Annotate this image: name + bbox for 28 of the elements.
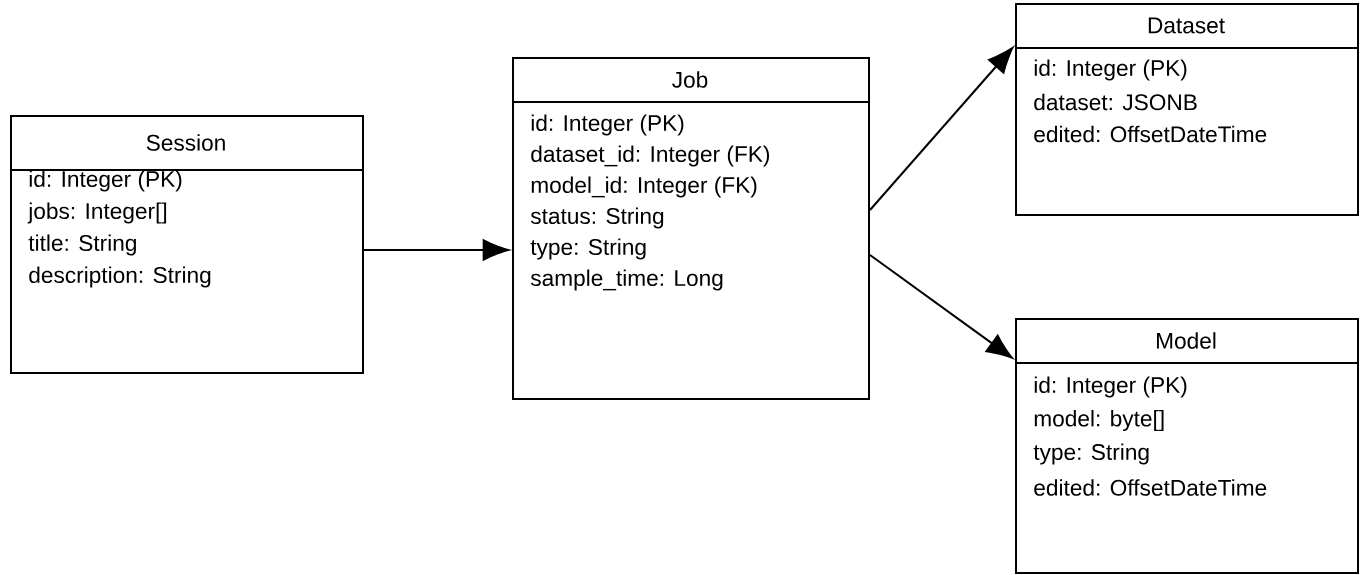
attribute-text: title: String: [28, 234, 136, 256]
attribute-text: type: String: [530, 238, 646, 260]
class-box: [1014, 318, 1359, 574]
arrow: [363, 239, 509, 261]
class-box: [1014, 3, 1359, 216]
attribute-text: dataset_id: Integer (FK): [531, 145, 770, 167]
attribute-text: id: Integer (PK): [1034, 59, 1187, 81]
attribute-text: edited: OffsetDateTime: [1034, 125, 1267, 143]
class-box: [511, 57, 870, 400]
class-box: [9, 115, 364, 374]
attribute-text: jobs: Integer[]: [27, 202, 167, 224]
attribute-text: id: Integer (PK): [1034, 376, 1187, 398]
attribute-text: type: String: [1033, 443, 1149, 465]
attribute-text: model_id: Integer (FK): [531, 176, 757, 198]
attribute-text: id: Integer (PK): [29, 170, 182, 192]
class-name: Model: [1157, 332, 1216, 349]
attribute-text: model: byte[]: [1034, 409, 1164, 432]
class-name: Dataset: [1148, 17, 1225, 34]
arrow: [869, 254, 1013, 359]
attribute-text: id: Integer (PK): [531, 114, 684, 136]
class-name: Session: [146, 134, 225, 151]
arrow: [869, 47, 1014, 211]
class-name: Job: [672, 71, 708, 88]
attribute-text: status: String: [530, 207, 664, 229]
attribute-text: edited: OffsetDateTime: [1034, 479, 1267, 496]
attribute-text: sample_time: Long: [530, 269, 723, 291]
attribute-text: dataset: JSONB: [1034, 93, 1197, 111]
attribute-text: description: String: [29, 266, 211, 288]
